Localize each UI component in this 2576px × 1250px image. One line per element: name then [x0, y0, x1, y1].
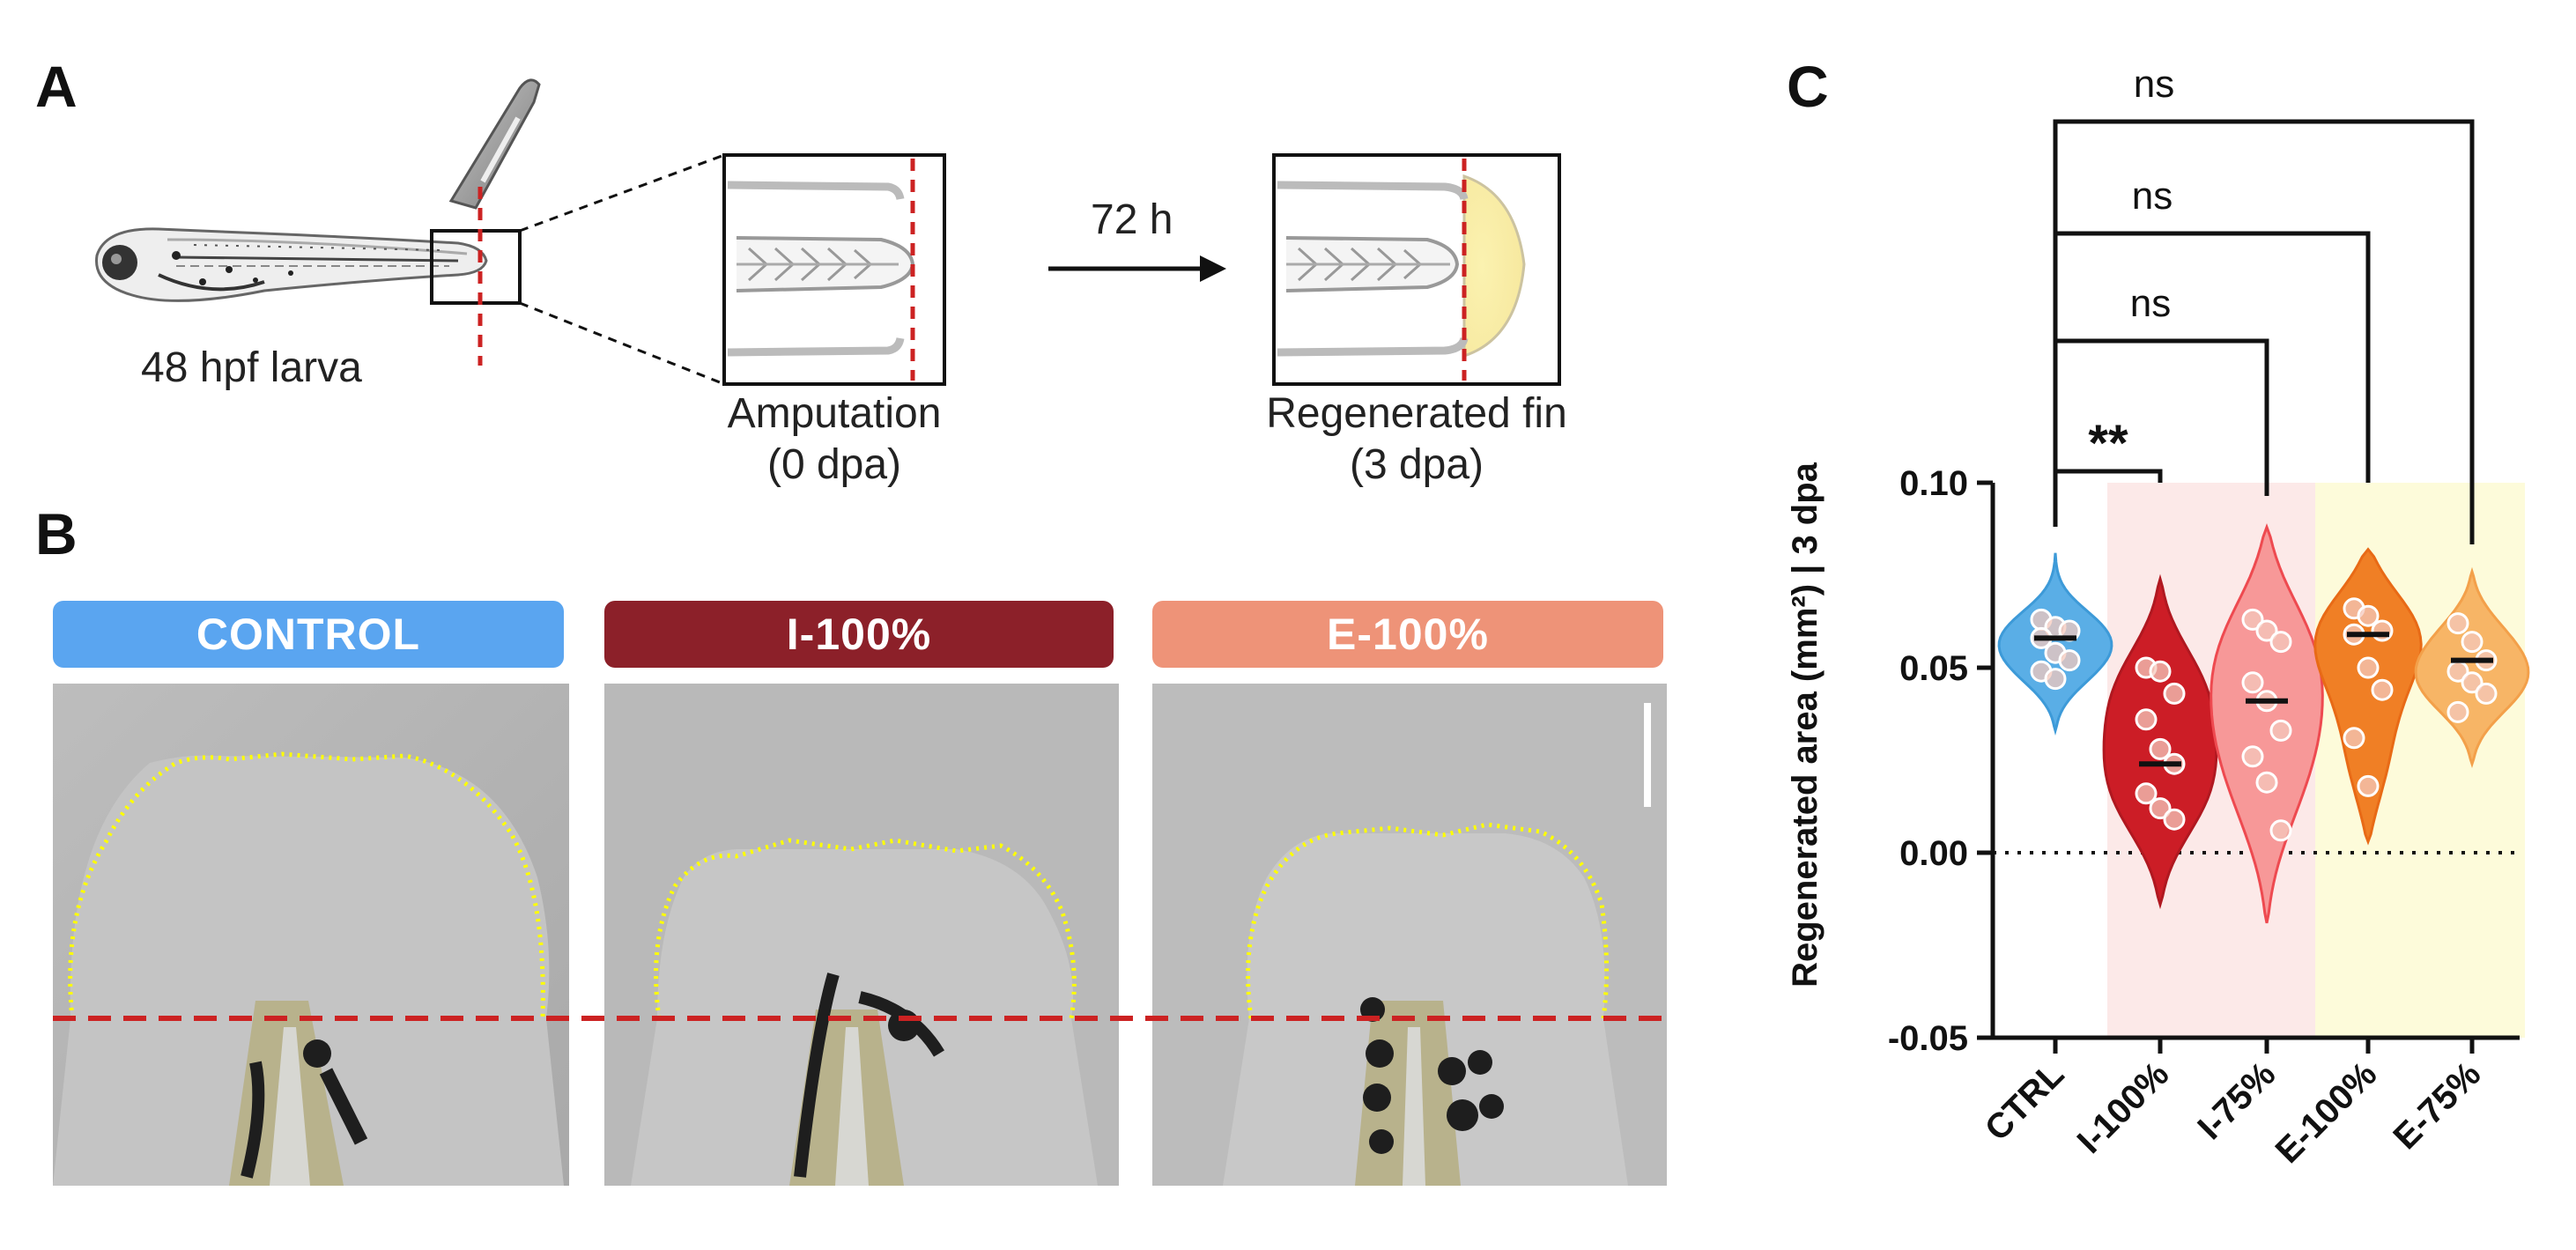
significance-label: ns	[2132, 174, 2173, 218]
data-point	[2446, 612, 2469, 635]
y-tick-label: 0.05	[1899, 649, 1968, 688]
data-point	[2044, 668, 2067, 691]
data-point	[2135, 708, 2158, 731]
data-point	[2241, 608, 2264, 631]
data-point	[2163, 808, 2186, 831]
regenerated-inset	[1272, 153, 1561, 386]
y-tick-label: -0.05	[1888, 1019, 1968, 1058]
data-point	[2371, 619, 2394, 642]
banner-control: CONTROL	[53, 601, 564, 668]
violin-E-100%	[2313, 547, 2423, 846]
y-axis-title: Regenerated area (mm²) | 3 dpa	[1786, 462, 1825, 987]
data-point	[2149, 737, 2172, 760]
y-tick-label: 0.00	[1899, 834, 1968, 873]
amputation-label-1: Amputation	[727, 390, 942, 437]
panel-letter-b: B	[35, 501, 78, 566]
data-point	[2343, 727, 2365, 750]
significance-label: ns	[2130, 282, 2171, 325]
zoom-box	[430, 229, 522, 305]
data-point	[2269, 719, 2292, 742]
scalpel-icon	[448, 78, 541, 210]
banner-e100: E-100%	[1152, 601, 1663, 668]
panel-letter-a: A	[35, 54, 78, 119]
data-point	[2269, 631, 2292, 654]
schematic-panel	[95, 78, 1561, 386]
banner-i100: I-100%	[604, 601, 1114, 668]
x-tick-label: E-75%	[2386, 1054, 2488, 1157]
larva-icon	[95, 227, 488, 302]
arrow-label: 72 h	[1091, 196, 1173, 243]
data-point	[2149, 797, 2172, 820]
micrograph-control	[53, 684, 569, 1186]
larva-label: 48 hpf larva	[141, 344, 362, 391]
scale-bar	[1644, 703, 1651, 807]
data-point	[2357, 604, 2380, 627]
panel-letter-c: C	[1787, 54, 1829, 119]
significance-label: **	[2088, 415, 2128, 472]
data-point	[2149, 660, 2172, 683]
data-point	[2461, 671, 2483, 694]
data-point	[2241, 671, 2264, 694]
data-point	[2357, 656, 2380, 679]
amputation-label-2: (0 dpa)	[766, 441, 902, 488]
x-tick-label: I-75%	[2190, 1054, 2283, 1147]
micrograph-e100	[1152, 684, 1667, 1186]
x-tick-label: CTRL	[1978, 1054, 2072, 1149]
data-point	[2475, 682, 2498, 705]
y-tick-label: 0.10	[1899, 464, 1968, 503]
amputation-inset	[722, 153, 946, 386]
regenerated-label-2: (3 dpa)	[1349, 441, 1484, 488]
data-point	[2269, 819, 2292, 842]
data-point	[2255, 619, 2278, 642]
violin-I-75%	[2210, 523, 2324, 924]
x-tick-label: E-100%	[2269, 1054, 2385, 1171]
data-point	[2357, 774, 2380, 797]
significance-label: ns	[2134, 63, 2174, 106]
time-arrow	[1048, 255, 1226, 282]
data-point	[2255, 771, 2278, 794]
data-point	[2058, 649, 2081, 672]
data-point	[2446, 700, 2469, 723]
violin-CTRL	[1997, 552, 2113, 736]
x-tick-label: I-100%	[2070, 1054, 2177, 1161]
data-point	[2371, 678, 2394, 701]
data-point	[2241, 745, 2264, 768]
micrograph-i100	[604, 684, 1119, 1186]
regenerated-label-1: Regenerated fin	[1266, 390, 1567, 437]
data-point	[2163, 682, 2186, 705]
data-point	[2135, 782, 2158, 805]
significance-bracket	[2053, 119, 2475, 544]
violin-E-75%	[2414, 566, 2530, 769]
data-point	[2461, 631, 2483, 654]
